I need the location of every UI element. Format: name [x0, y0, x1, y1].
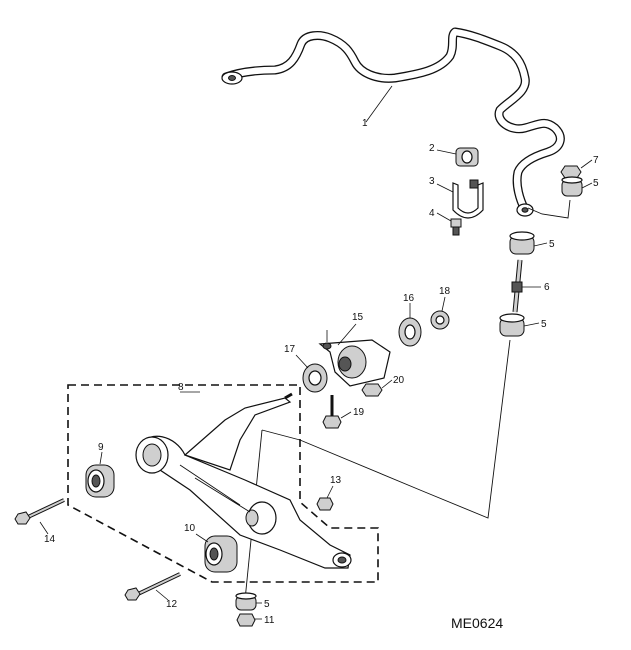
large-bush: [398, 303, 422, 347]
arm-link-nut: [236, 613, 262, 627]
front-bush: [295, 354, 328, 393]
drop-link: [511, 259, 541, 313]
arm-nut: [316, 485, 334, 511]
bar-clamp: [436, 179, 484, 219]
callout-9: 9: [98, 442, 104, 453]
callout-3: 3: [429, 176, 435, 187]
housing-bolt: [322, 395, 352, 429]
lower-arm: [135, 391, 352, 569]
callout-7: 7: [593, 155, 599, 166]
anti-roll-bar: [221, 27, 565, 217]
arm-link-bush: [235, 592, 262, 611]
callout-2: 2: [429, 143, 435, 154]
callout-5b: 5: [549, 239, 555, 250]
callout-labels: 1 2 3 4 7 5 5 6 5 18 16 15 17 20 19 8 9 …: [44, 118, 599, 626]
callout-6: 6: [544, 282, 550, 293]
link-bush-lower: [499, 313, 540, 337]
callout-14: 14: [44, 534, 56, 545]
front-pivot-bolt: [124, 572, 181, 601]
link-nut-top: [560, 159, 593, 179]
callout-1: 1: [362, 118, 368, 129]
callout-13: 13: [330, 475, 342, 486]
callout-17: 17: [284, 344, 296, 355]
callout-5d: 5: [264, 599, 270, 610]
callout-15: 15: [352, 312, 364, 323]
arm-bush-rear: [85, 451, 115, 498]
bar-bush: [436, 147, 479, 167]
callout-11: 11: [264, 615, 275, 626]
callout-10: 10: [184, 523, 196, 534]
callout-12: 12: [166, 599, 178, 610]
small-bush: [430, 296, 450, 330]
link-bush-upper: [561, 176, 593, 197]
arm-bush-front: [195, 533, 238, 573]
link-bush-top: [509, 231, 548, 255]
clamp-bolt: [436, 212, 462, 236]
callout-18: 18: [439, 286, 451, 297]
callout-5c: 5: [541, 319, 547, 330]
rear-pivot-bolt: [14, 498, 65, 535]
callout-19: 19: [353, 407, 365, 418]
bush-housing: [318, 323, 391, 387]
bar-end-bracket: [527, 199, 571, 219]
callout-4: 4: [429, 208, 435, 219]
callout-20: 20: [393, 375, 405, 386]
callout-5a: 5: [593, 178, 599, 189]
housing-nut: [361, 379, 393, 397]
callout-16: 16: [403, 293, 415, 304]
lower-arm-boundary: [67, 384, 379, 583]
reference-code: ME0624: [451, 615, 503, 631]
callout-8: 8: [178, 382, 184, 393]
